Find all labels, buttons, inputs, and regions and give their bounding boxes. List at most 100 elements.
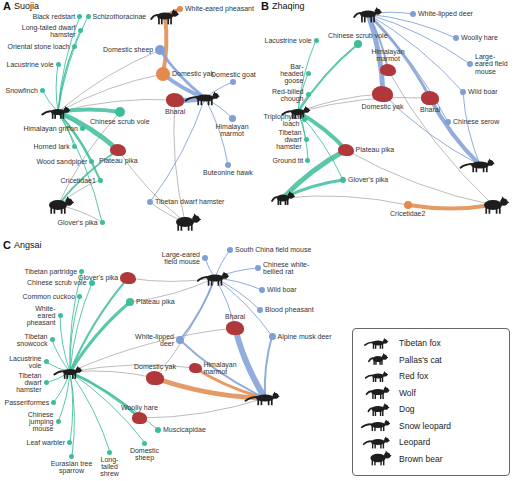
prey-dot (340, 177, 346, 183)
predator-leg (375, 376, 376, 381)
diet-link (60, 316, 70, 372)
predator-icon (364, 436, 390, 448)
prey-node: Plateau pika (126, 298, 175, 306)
predator-leg (380, 393, 381, 399)
panel-letter: C (3, 239, 11, 251)
predator-icon (49, 196, 74, 213)
predator-snout (386, 373, 388, 376)
prey-dot (44, 380, 49, 385)
predator-leg (375, 344, 376, 349)
predator-icon (42, 106, 70, 119)
predator-ear (66, 196, 69, 200)
species-label: Passeriformes (5, 399, 50, 406)
diet-link (58, 112, 92, 161)
predator-icon (246, 391, 280, 405)
species-label: Tibetan dwarf hamster (155, 198, 224, 205)
prey-node: Long-tailed dwarf hamster (14, 24, 83, 39)
predator-tail (246, 397, 257, 401)
legend-text: Dog (399, 404, 415, 414)
prey-dot (126, 298, 134, 306)
predator-tail (369, 358, 373, 361)
predator-leg (372, 393, 373, 399)
predator-icon (54, 366, 82, 379)
species-label: Buteonine hawk (203, 169, 253, 176)
species-label: Blood pheasant (265, 306, 314, 313)
prey-node: White-eared pheasant (18, 305, 63, 327)
predator-leg (50, 206, 52, 213)
predator-leg (188, 223, 190, 230)
predator-leg (74, 373, 76, 379)
panel-letter: A (3, 0, 11, 12)
predator-icon (176, 213, 201, 230)
legend-text: Snow leopard (399, 421, 451, 431)
predator-ear (384, 403, 386, 406)
prey-dot (98, 178, 103, 183)
predator-leg (499, 206, 501, 213)
legend-icon (359, 451, 393, 466)
prey-node: Plateau pika (99, 144, 138, 164)
predator-tail (272, 197, 277, 201)
prey-dot (229, 115, 236, 122)
predator-leg (382, 410, 383, 416)
predator-leg (489, 206, 491, 213)
diet-link (180, 278, 215, 340)
prey-dot (89, 280, 95, 286)
prey-node: Long-tailed shrew (94, 450, 126, 478)
predator-leg (280, 199, 282, 205)
predator-tail (186, 97, 197, 101)
prey-dot (460, 89, 466, 95)
prey-dot (89, 159, 94, 164)
predator-snout (386, 356, 388, 359)
panel-title: Suojia (14, 1, 39, 11)
predator-snout (388, 389, 390, 392)
diet-link (205, 98, 232, 118)
diet-link (215, 278, 262, 290)
prey-dot (69, 454, 74, 459)
species-label: Tibetan snowcock (10, 333, 48, 348)
predator-leg (380, 426, 381, 431)
legend-icon (359, 418, 393, 433)
prey-dot (155, 427, 161, 433)
predator-leg (380, 459, 381, 465)
prey-dot (302, 117, 307, 122)
predator-tail (368, 408, 372, 411)
prey-dot (80, 126, 85, 131)
predator-leg (383, 459, 384, 465)
prey-dot (58, 313, 63, 318)
prey-icon (421, 91, 439, 105)
predator-leg (161, 17, 163, 24)
predator-leg (62, 113, 64, 119)
predator-leg (373, 15, 375, 22)
predator-leg (66, 373, 68, 379)
predator-leg (278, 199, 280, 205)
predator-leg (211, 99, 213, 105)
predator-leg (271, 399, 273, 405)
predator-snout (68, 109, 70, 112)
prey-dot (72, 44, 77, 49)
prey-dot (453, 35, 459, 41)
predator-leg (208, 99, 210, 105)
predator-snout (506, 200, 509, 204)
prey-icon (338, 144, 354, 156)
predator-leg (197, 99, 199, 105)
prey-dot (230, 79, 236, 85)
legend-text: Leopard (399, 437, 430, 447)
prey-node: White-eared pheasant (177, 5, 254, 12)
predator-snout (386, 340, 388, 343)
prey-node: Lacustrine vole (265, 37, 319, 44)
predator-leg (375, 360, 376, 365)
species-label: Tibetan dwarf hamster (2, 372, 42, 394)
panel-title: Angsai (14, 240, 42, 250)
species-label: Red-billed chough (268, 88, 304, 103)
predator-leg (485, 206, 487, 213)
predator-icon (366, 371, 389, 382)
species-label: Common cuckoo (23, 293, 76, 300)
diet-link (298, 97, 430, 112)
diet-link (283, 180, 343, 198)
legend-text: Brown bear (399, 454, 442, 464)
predator-leg (483, 166, 485, 172)
diet-link (298, 44, 358, 112)
legend-text: Red fox (399, 371, 428, 381)
legend-row: Tibetan fox (359, 335, 503, 352)
predator-ear (273, 391, 276, 394)
